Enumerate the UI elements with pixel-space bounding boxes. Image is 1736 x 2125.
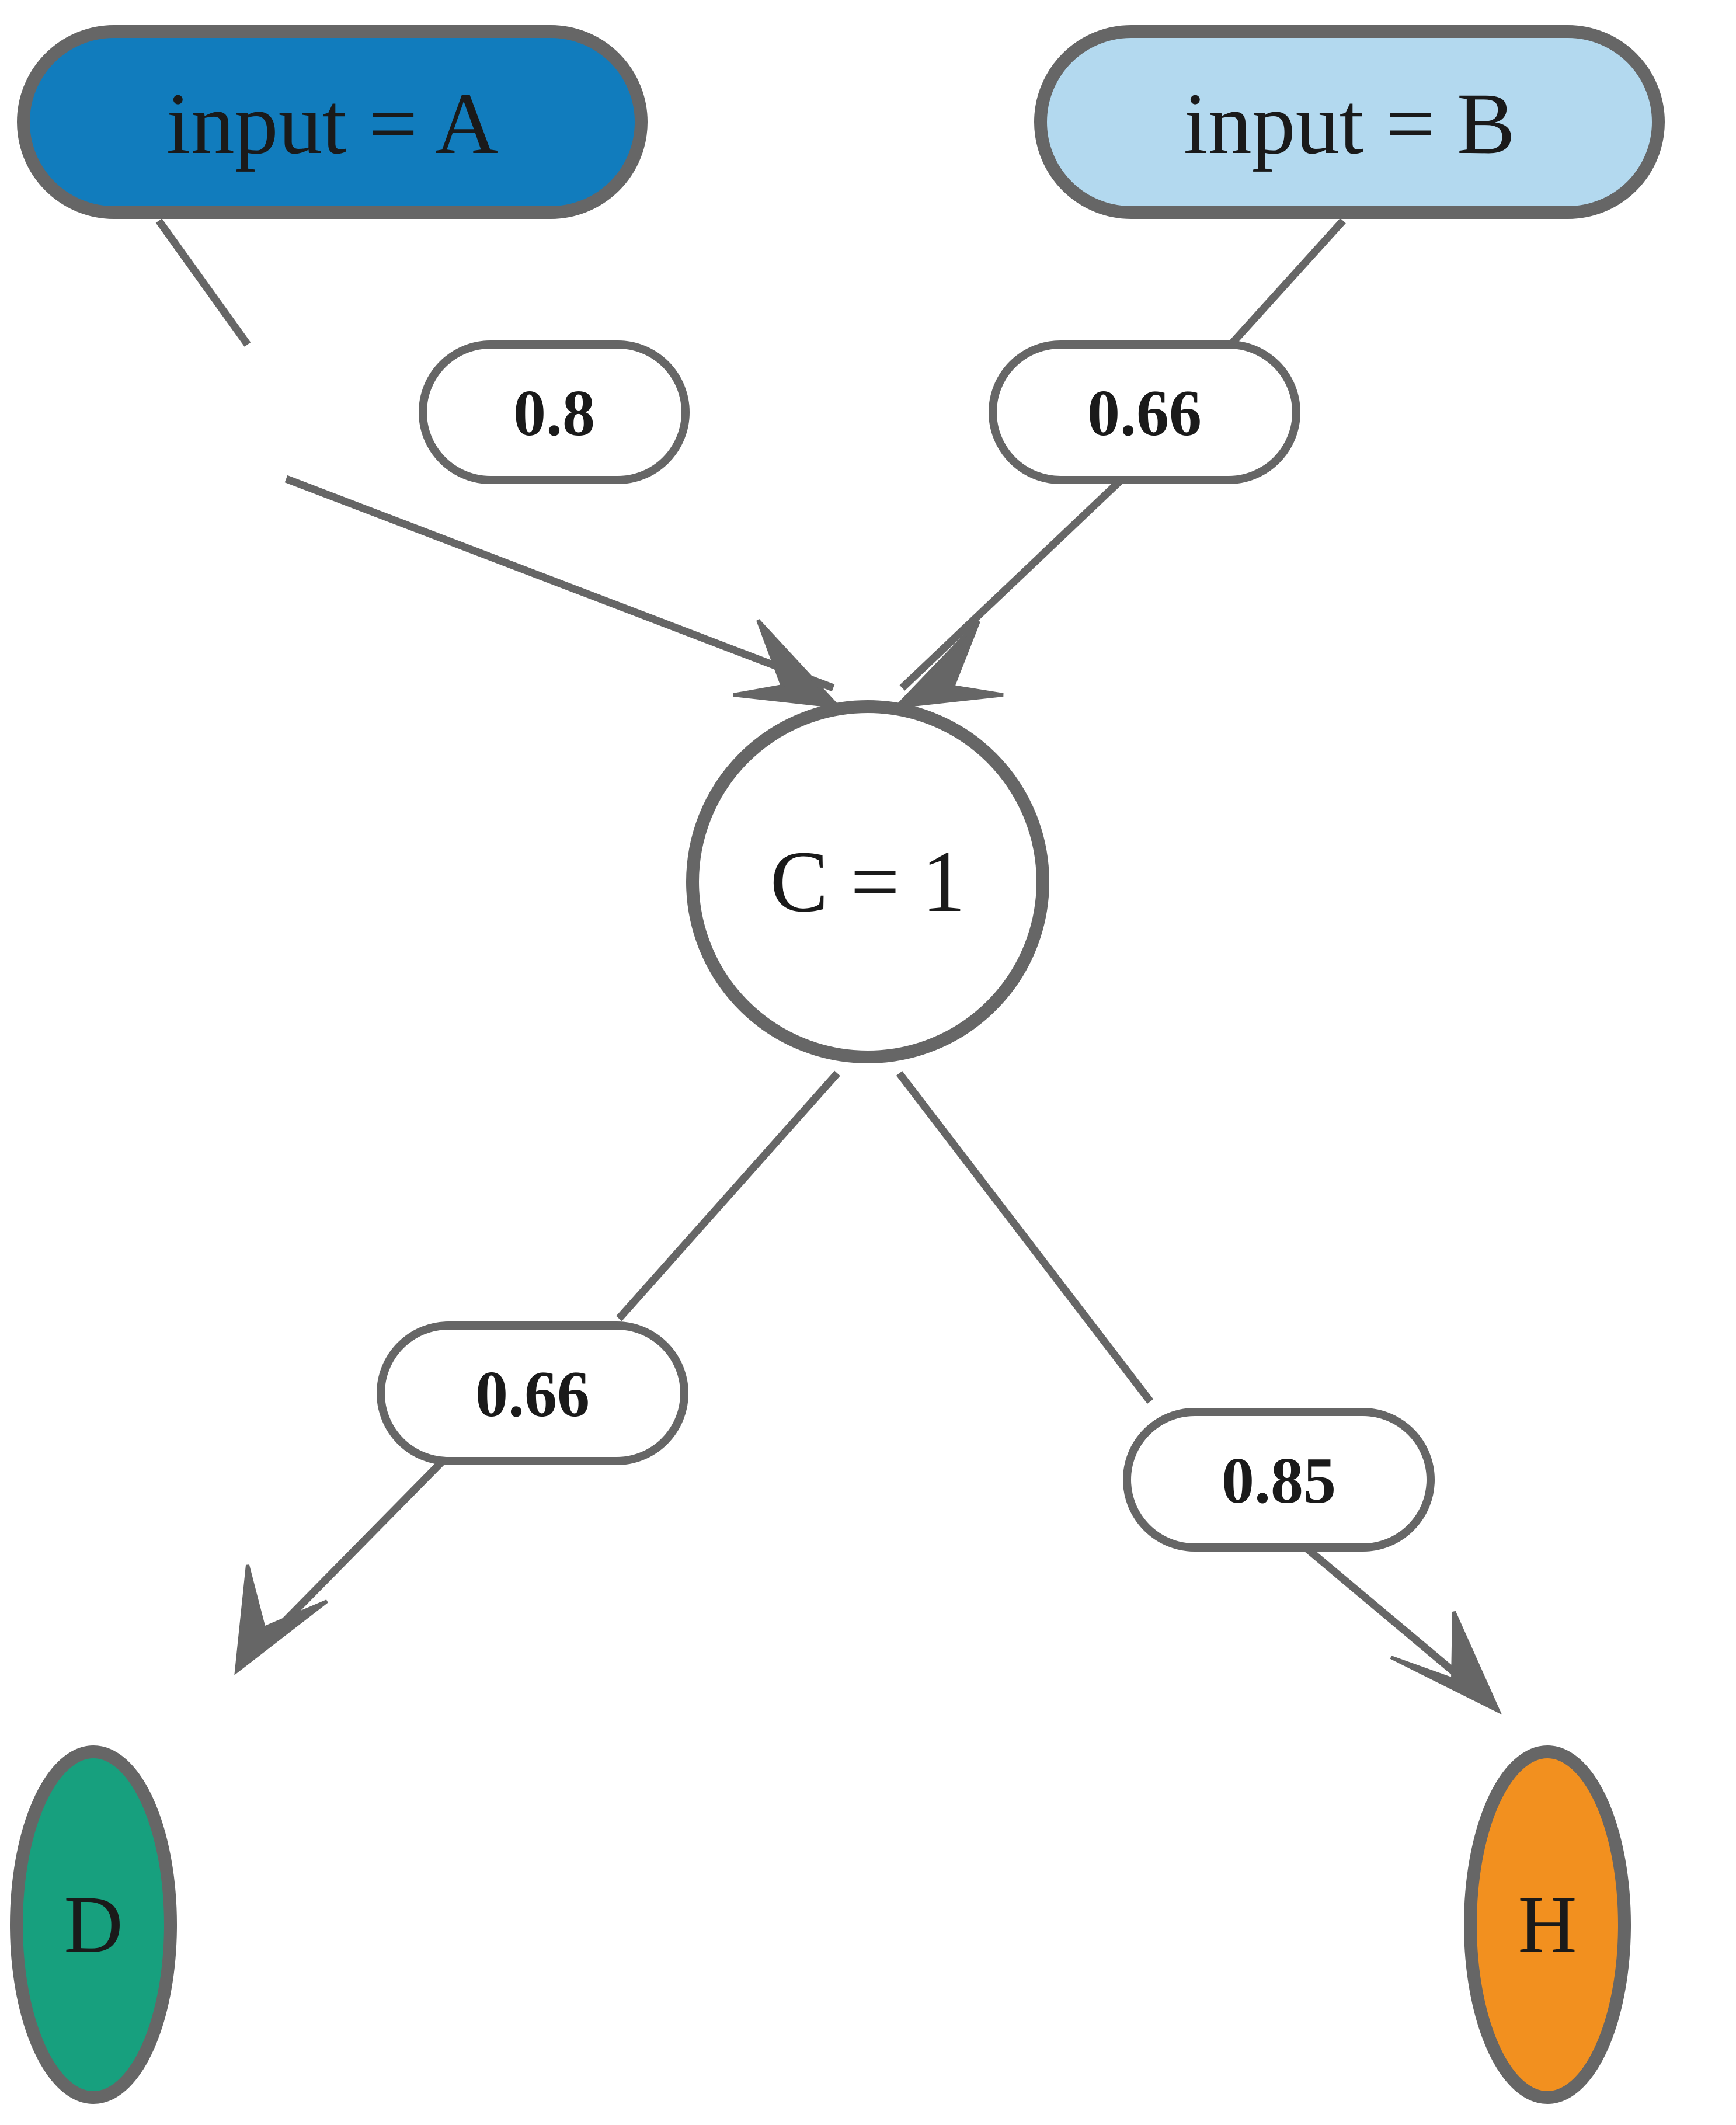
node-d-shape[interactable] xyxy=(10,1745,177,2104)
arrowhead-b-to-c xyxy=(892,620,1004,709)
edge-segment-label-c xyxy=(284,475,835,692)
edge-segment-c-label3 xyxy=(616,1070,840,1321)
edge-label-a-c-pill xyxy=(419,340,690,484)
edge-label-b-c: 0.66 xyxy=(989,340,1300,484)
edge-label-c-d-pill xyxy=(377,1321,688,1465)
node-input-b-label: input = B xyxy=(1184,75,1515,172)
edge-label-c-d-value: 0.66 xyxy=(475,1358,590,1431)
node-c[interactable]: C = 1 xyxy=(686,700,1049,1063)
node-input-a[interactable]: input = A xyxy=(17,25,648,219)
edge-segment-c-label4 xyxy=(896,1071,1154,1404)
edge-label-c-h-value: 0.85 xyxy=(1222,1445,1336,1517)
arrowhead-c-to-d xyxy=(234,1564,328,1675)
edge-c-to-d xyxy=(234,1070,840,1675)
node-d[interactable]: D xyxy=(10,1745,177,2104)
node-h[interactable]: H xyxy=(1464,1745,1631,2104)
edge-label-a-c-value: 0.8 xyxy=(513,377,595,450)
arrowhead-a-to-c xyxy=(733,618,843,709)
edge-segment-a-label xyxy=(155,218,251,347)
edge-label-c-d: 0.66 xyxy=(377,1321,688,1465)
edge-segment-b-label xyxy=(1228,218,1346,347)
edge-b-to-c xyxy=(892,218,1346,709)
node-input-a-shape[interactable] xyxy=(17,25,648,219)
edge-c-to-h xyxy=(896,1071,1502,1715)
node-c-shape[interactable] xyxy=(686,700,1049,1063)
edge-label-a-c: 0.8 xyxy=(419,340,690,484)
edge-label-b-c-value: 0.66 xyxy=(1087,377,1202,450)
arrowhead-c-to-h xyxy=(1390,1611,1502,1715)
node-d-label: D xyxy=(64,1880,123,1970)
edge-a-to-c xyxy=(155,218,843,709)
node-c-label: C = 1 xyxy=(770,833,966,930)
node-input-b-shape[interactable] xyxy=(1034,25,1665,219)
edge-label-b-c-pill xyxy=(989,340,1300,484)
node-h-shape[interactable] xyxy=(1464,1745,1631,2104)
node-input-a-label: input = A xyxy=(166,75,498,172)
edge-label-c-h: 0.85 xyxy=(1123,1408,1435,1552)
node-input-b[interactable]: input = B xyxy=(1034,25,1665,219)
edge-segment-label-c2 xyxy=(899,476,1125,691)
node-h-label: H xyxy=(1518,1880,1577,1970)
edge-label-c-h-pill xyxy=(1123,1408,1435,1552)
